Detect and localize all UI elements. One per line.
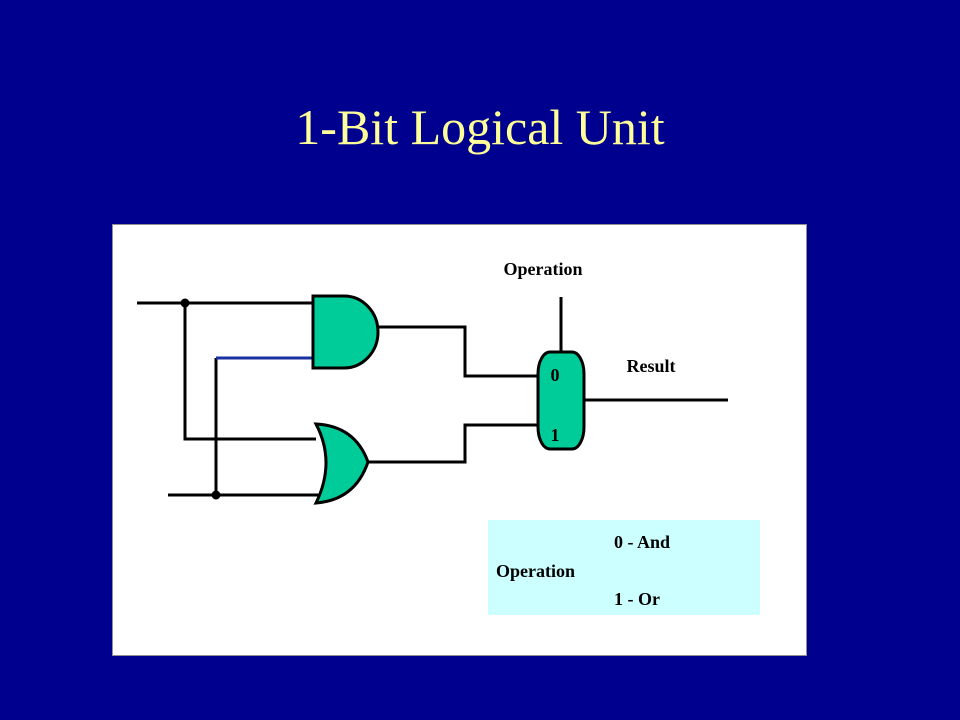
- multiplexer: [536, 350, 586, 451]
- slide-title: 1-Bit Logical Unit: [295, 99, 665, 155]
- junction-dot-a: [180, 298, 190, 308]
- and-gate: [311, 294, 380, 370]
- wiring: [137, 297, 728, 497]
- legend-option-or: 1 - Or: [614, 589, 660, 609]
- junction-dot-b: [211, 490, 221, 500]
- legend-label: Operation: [496, 561, 575, 581]
- mux-input-0-label: 0: [551, 365, 560, 385]
- operation-legend: 0 - And Operation 1 - Or: [488, 520, 760, 615]
- input-a-branch-wire: [183, 303, 316, 441]
- result-label: Result: [627, 356, 676, 376]
- mux-input-1-label: 1: [551, 425, 560, 445]
- or-output-wire: [368, 423, 538, 464]
- or-gate: [313, 422, 370, 505]
- and-output-wire: [378, 325, 538, 378]
- legend-option-and: 0 - And: [614, 532, 671, 552]
- operation-label: Operation: [504, 259, 583, 279]
